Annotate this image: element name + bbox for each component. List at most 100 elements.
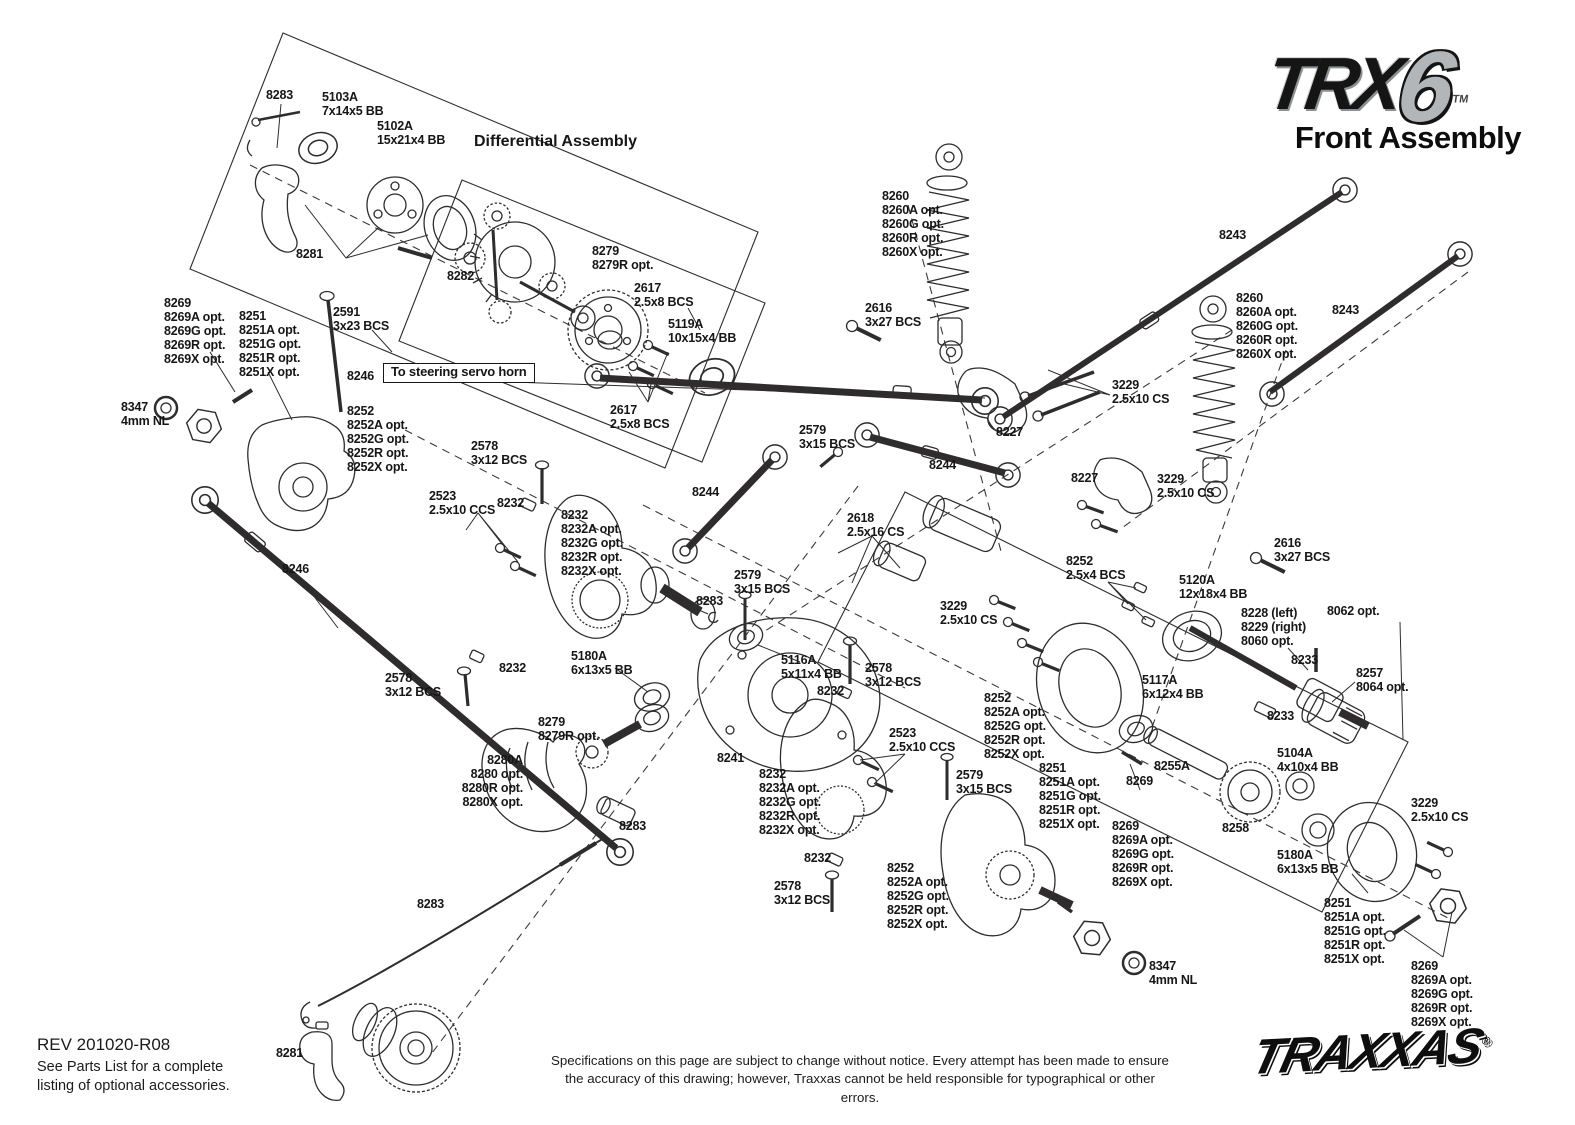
small-screws-8252-art [1121,581,1156,628]
bearing-5104a-art [1285,771,1315,801]
part-label: 8283 [266,88,294,102]
pinion-gear-8279-art [575,720,642,769]
steering-link-8246-art [584,363,999,415]
seal-5102a-art [423,195,477,261]
portal-gear-8258-art [1219,761,1281,823]
knuckle-8232-left-art [544,494,657,639]
part-label: 8283 [417,897,445,911]
part-label: 8227 [1071,471,1099,485]
part-label: 8232 [817,684,845,698]
disclaimer-text: Specifications on this page are subject … [545,1052,1175,1107]
locknut-8347-art [153,395,179,421]
leader-lines [209,103,1453,958]
part-label: 8244 [692,485,720,499]
part-label: 8062 opt. [1327,604,1380,618]
part-label: 8283 [696,594,724,608]
cv-axle-art [640,566,719,630]
parts-list-note-line2: listing of optional accessories. [37,1078,230,1095]
parts-list-note: See Parts List for a complete listing of… [37,1058,230,1096]
axis-lines [249,164,1469,1054]
standoff-2618-art [922,495,1002,553]
suspension-link-8243-b-art [1259,241,1473,407]
portal-axle-8255a-art [1143,725,1229,780]
portal-housing-5117a-art [1035,622,1145,754]
bearing-5120a-art [1161,610,1223,662]
revision-text: REV 201020-R08 [37,1035,171,1054]
hex-pin-art [231,388,254,404]
diff-hub-art [366,176,433,260]
portal-housing-8251-left-art [247,416,356,532]
shock-8260-left-art [926,143,970,364]
part-label: 8281 [296,247,324,261]
hex-pin-art [1056,900,1074,914]
suspension-link-8243-a-art [987,177,1358,432]
link-8244-right-art [854,422,1021,488]
drag-link-8246-art [191,486,634,866]
part-label: 8255A [1154,759,1190,773]
bellcrank-art [254,164,300,253]
locknut-8347-right-art [1121,950,1147,976]
shock-8260-right-art [1191,295,1236,504]
differential-8281-lower-art [351,1002,461,1093]
part-label: 8281 [276,1046,304,1060]
part-label: 8283 [619,819,647,833]
trx6-logo: TRX6TM [1209,30,1532,143]
disclaimer-line2: the accuracy of this drawing; however, T… [565,1071,1155,1105]
cable-fitting-8283-art [596,796,636,827]
part-label: 8232 [497,496,525,510]
shock-rocker-8227-upper-art [957,367,1028,435]
part-label: 8246 [282,562,310,576]
axle-shaft-8228-art [1188,625,1370,730]
bearing-5180a-right-art [1301,813,1335,847]
bellcrank-8281-lower-art [299,1021,345,1102]
parts-list-note-line1: See Parts List for a complete [37,1059,224,1075]
link-8244-left-art [672,444,788,564]
page-title: Front Assembly [1294,120,1522,155]
screws-2578-2579-art [456,460,954,912]
trademark-mark: TM [1451,93,1470,106]
knuckle-8232-right-art [779,698,887,840]
callout-box: To steering servo horn [383,363,535,383]
screw-2591-art [319,290,343,413]
